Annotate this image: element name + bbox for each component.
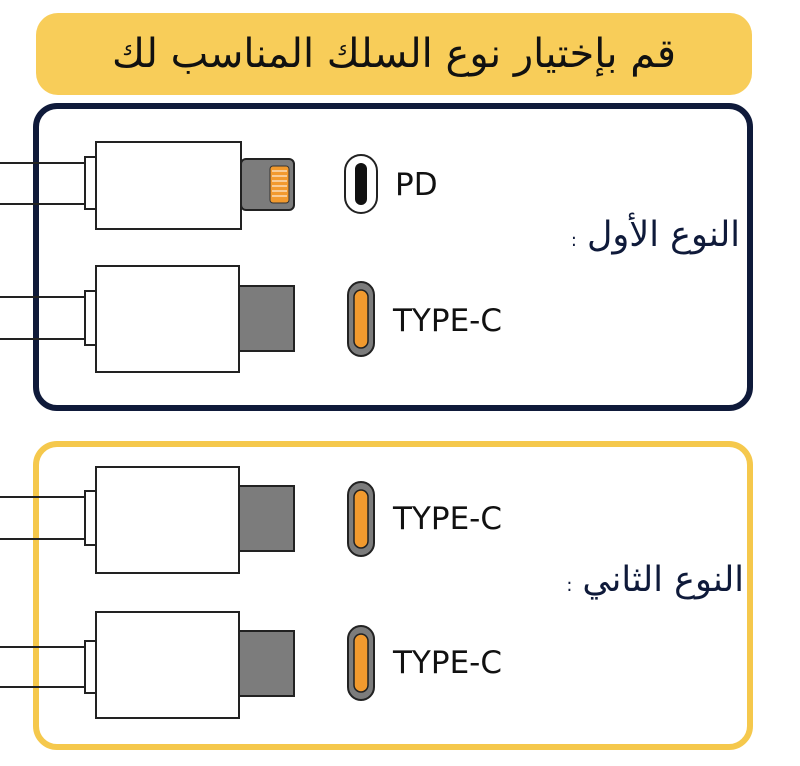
group-label-type-two: النوع الثاني: xyxy=(566,560,744,600)
group-label-colon: : xyxy=(566,575,573,596)
usb-c-port-icon xyxy=(347,481,375,557)
usb-c-plug-icon xyxy=(0,611,295,719)
usb-c-plug-icon xyxy=(0,265,295,373)
usb-c-port-icon xyxy=(347,281,375,357)
title-banner: قم بإختيار نوع السلك المناسب لك xyxy=(36,13,752,95)
usb-c-port-icon xyxy=(347,625,375,701)
usb-c-plug-icon xyxy=(0,466,295,574)
group-label-text: النوع الأول xyxy=(586,215,740,255)
page-title: قم بإختيار نوع السلك المناسب لك xyxy=(112,31,676,77)
lightning-plug-icon xyxy=(0,141,295,230)
connector-label-pd: PD xyxy=(395,167,438,203)
group-label-type-one: النوع الأول: xyxy=(571,215,740,255)
group-label-text: النوع الثاني xyxy=(582,560,744,600)
pd-port-icon xyxy=(344,154,378,214)
connector-label-type-c: TYPE-C xyxy=(393,645,502,681)
connector-label-type-c: TYPE-C xyxy=(393,303,502,339)
connector-label-type-c: TYPE-C xyxy=(393,501,502,537)
group-label-colon: : xyxy=(570,230,577,251)
